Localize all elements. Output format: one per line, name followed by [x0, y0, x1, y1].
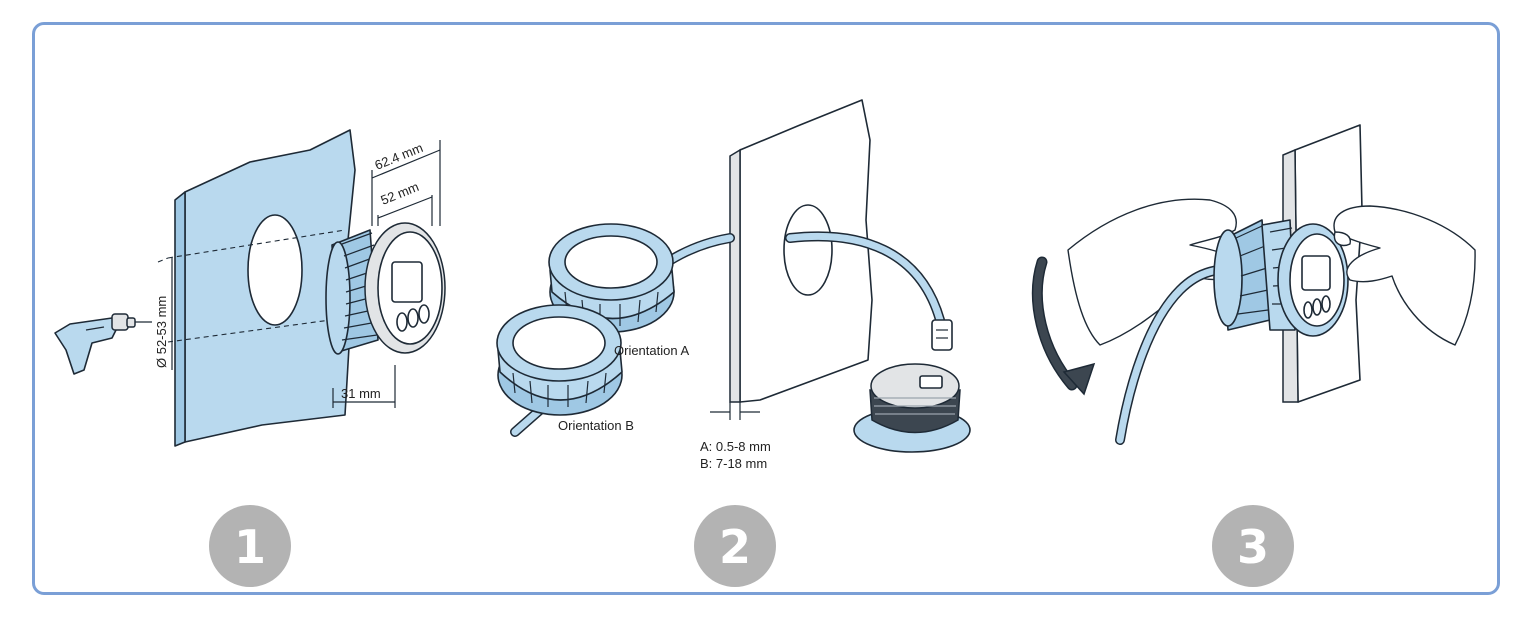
step-3-badge: 3: [1212, 505, 1294, 587]
drill-icon: [54, 313, 152, 375]
dimension-width-outer: 62.4 mm: [373, 140, 426, 173]
meter-face-step-3: [1277, 223, 1349, 337]
mounting-panel: [174, 129, 356, 447]
threaded-meter-side-view: [325, 222, 446, 355]
rj-connector: [931, 319, 953, 351]
step-1-illustration: [54, 129, 446, 447]
label-orientation-b: Orientation B: [558, 418, 634, 433]
label-thickness-b: B: 7-18 mm: [700, 456, 767, 471]
step-1-number: 1: [234, 520, 266, 574]
right-hand: [1333, 205, 1476, 346]
rotate-arrow-icon: [1031, 256, 1096, 396]
dimension-depth: 31 mm: [341, 386, 381, 401]
step-3-illustration: [1031, 124, 1476, 445]
step-2-illustration: [496, 99, 971, 453]
step-1-badge: 1: [209, 505, 291, 587]
dimension-hole-diameter: Ø 52-53 mm: [154, 296, 169, 368]
label-thickness-a: A: 0.5-8 mm: [700, 439, 771, 454]
meter-back: [853, 363, 971, 453]
nut-orientation-b: [496, 304, 623, 416]
white-panel: [729, 99, 873, 403]
step-3-number: 3: [1237, 520, 1269, 574]
label-orientation-a: Orientation A: [614, 343, 689, 358]
step-2-badge: 2: [694, 505, 776, 587]
step-2-number: 2: [719, 520, 751, 574]
